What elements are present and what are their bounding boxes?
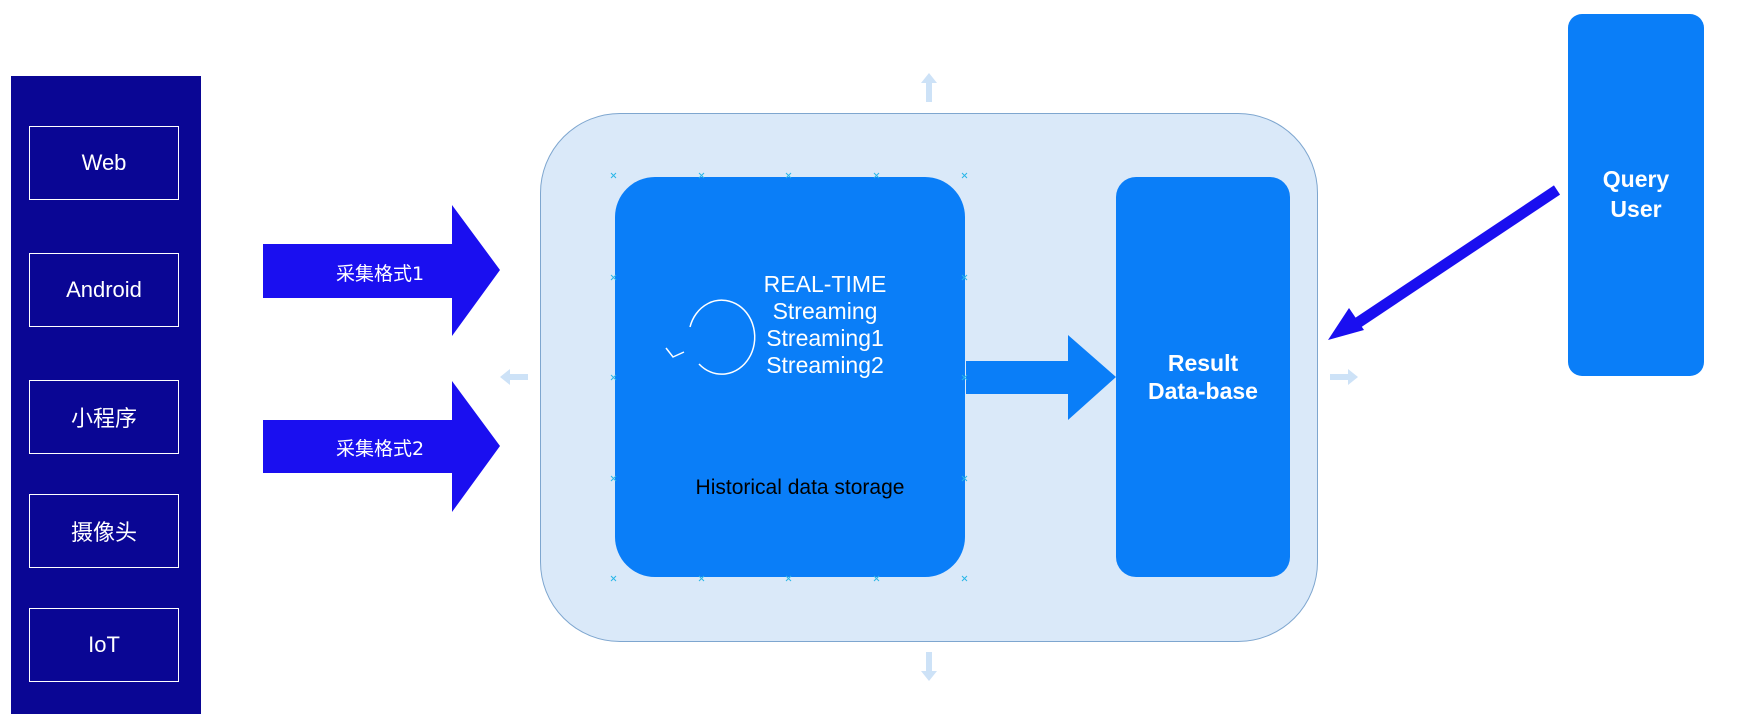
source-camera-label: 摄像头 (70, 520, 137, 545)
ingest-arrow-1-label: 采集格式1 (336, 263, 425, 285)
query-user-line-1: Query (1602, 166, 1670, 192)
hint-arrow-up-icon (921, 73, 937, 102)
source-camera[interactable]: 摄像头 (29, 494, 179, 568)
hint-arrow-down-icon (921, 652, 937, 681)
source-mini-program[interactable]: 小程序 (29, 380, 179, 454)
source-iot-label: IoT (88, 632, 120, 657)
source-iot[interactable]: IoT (29, 608, 179, 682)
realtime-streaming-label: REAL-TIME Streaming Streaming1 Streaming… (725, 271, 925, 379)
result-db-line-1: Result (1167, 350, 1239, 376)
hint-arrow-right-icon (1330, 369, 1358, 385)
source-mini-program-label: 小程序 (70, 406, 137, 431)
realtime-line-2: Streaming (772, 298, 878, 324)
realtime-line-4: Streaming2 (766, 352, 884, 378)
processing-box[interactable] (615, 177, 965, 577)
query-user-box[interactable]: Query User (1568, 14, 1704, 376)
hint-arrow-left-icon (500, 369, 528, 385)
ingest-arrow-2-label: 采集格式2 (336, 438, 425, 460)
query-arrow-head[interactable] (1328, 308, 1364, 340)
realtime-line-1: REAL-TIME (763, 271, 887, 297)
query-arrow-shaft[interactable] (1346, 185, 1561, 333)
source-panel: Web Android 小程序 摄像头 IoT (11, 76, 201, 714)
result-db-line-2: Data-base (1148, 378, 1258, 404)
query-user-line-2: User (1610, 196, 1662, 222)
source-web[interactable]: Web (29, 126, 179, 200)
source-web-label: Web (81, 150, 127, 175)
source-android[interactable]: Android (29, 253, 179, 327)
source-android-label: Android (66, 277, 142, 302)
realtime-line-3: Streaming1 (766, 325, 884, 351)
result-database-box[interactable]: Result Data-base (1116, 177, 1290, 577)
historical-storage-label: Historical data storage (695, 476, 905, 499)
